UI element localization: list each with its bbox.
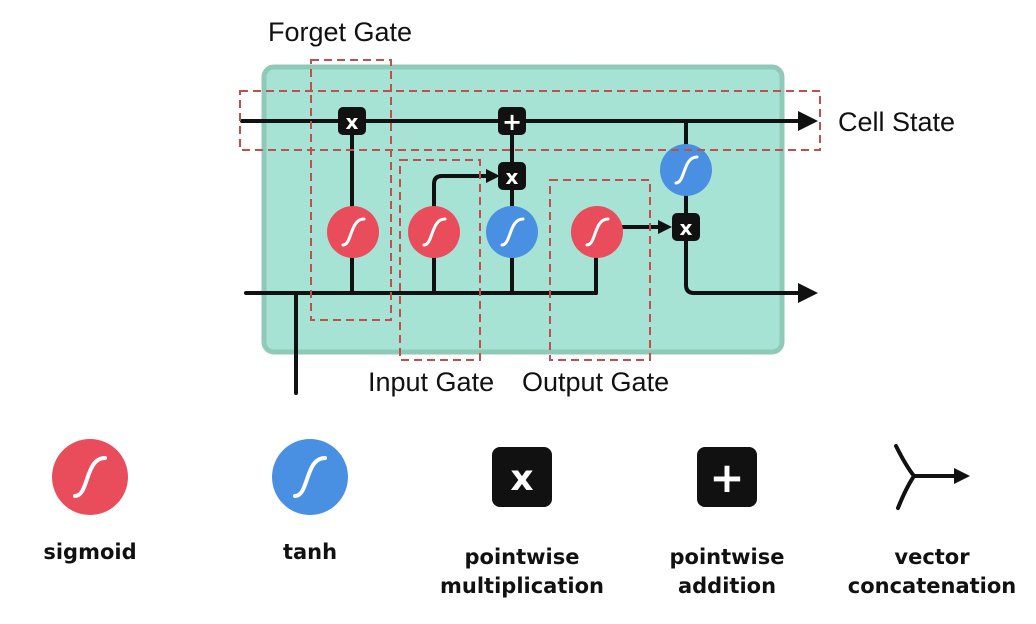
output-gate-arrow	[658, 220, 672, 234]
forget-sigmoid-icon	[327, 206, 379, 258]
pointwise-multiplication-icon: x	[492, 447, 552, 507]
svg-text:x: x	[346, 110, 359, 134]
forget-multiply-op: x	[338, 107, 366, 135]
input-sigmoid-line	[432, 174, 492, 295]
legend-label-concatenation-line2: concatenation	[848, 574, 1016, 598]
vector-concatenation-icon	[894, 444, 970, 510]
forget-gate-label: Forget Gate	[268, 17, 412, 47]
legend-label-addition-line1: pointwise	[670, 545, 785, 569]
legend-label-tanh: tanh	[283, 540, 337, 564]
legend-label-concatenation-line1: vector	[894, 545, 970, 569]
legend-label-multiplication-line2: multiplication	[440, 574, 604, 598]
legend-item-multiplication: x pointwise multiplication	[440, 447, 604, 598]
hidden-output-line	[684, 225, 808, 295]
input-gate-label: Input Gate	[368, 367, 494, 397]
input-multiply-op: x	[498, 162, 526, 190]
legend-item-sigmoid: sigmoid	[43, 439, 137, 564]
svg-text:+: +	[502, 108, 522, 136]
candidate-tanh-icon	[486, 206, 538, 258]
legend-item-concatenation: vector concatenation	[848, 444, 1016, 598]
input-gate-box	[399, 159, 481, 361]
svg-text:x: x	[506, 165, 519, 189]
cell-tanh-icon	[660, 144, 712, 196]
hidden-output-arrow	[798, 283, 818, 303]
cell-state-label: Cell State	[838, 107, 955, 137]
output-multiply-op: x	[672, 213, 700, 241]
connection-lines	[240, 119, 808, 395]
legend: sigmoid tanh x pointwise multiplication …	[43, 439, 1016, 598]
svg-text:+: +	[709, 453, 744, 502]
pointwise-addition-icon: +	[697, 447, 757, 507]
legend-label-sigmoid: sigmoid	[43, 540, 136, 564]
cell-state-arrow	[798, 111, 818, 131]
legend-item-tanh: tanh	[272, 439, 348, 564]
output-gate-box	[549, 179, 651, 361]
tanh-icon	[272, 439, 348, 515]
output-gate-label: Output Gate	[522, 367, 669, 397]
legend-label-multiplication-line1: pointwise	[465, 545, 580, 569]
output-sigmoid-icon	[571, 206, 623, 258]
sigmoid-icon	[52, 439, 128, 515]
svg-text:x: x	[510, 458, 533, 499]
legend-item-addition: + pointwise addition	[670, 447, 785, 598]
cell-add-op: +	[498, 107, 526, 136]
input-sigmoid-icon	[408, 206, 460, 258]
legend-label-addition-line2: addition	[678, 574, 776, 598]
svg-text:x: x	[680, 216, 693, 240]
arrowheads	[486, 111, 818, 303]
forget-gate-box	[310, 59, 392, 321]
cell-state-box	[239, 90, 821, 151]
gate-highlight-boxes	[239, 59, 821, 361]
input-gate-arrow	[486, 169, 500, 183]
